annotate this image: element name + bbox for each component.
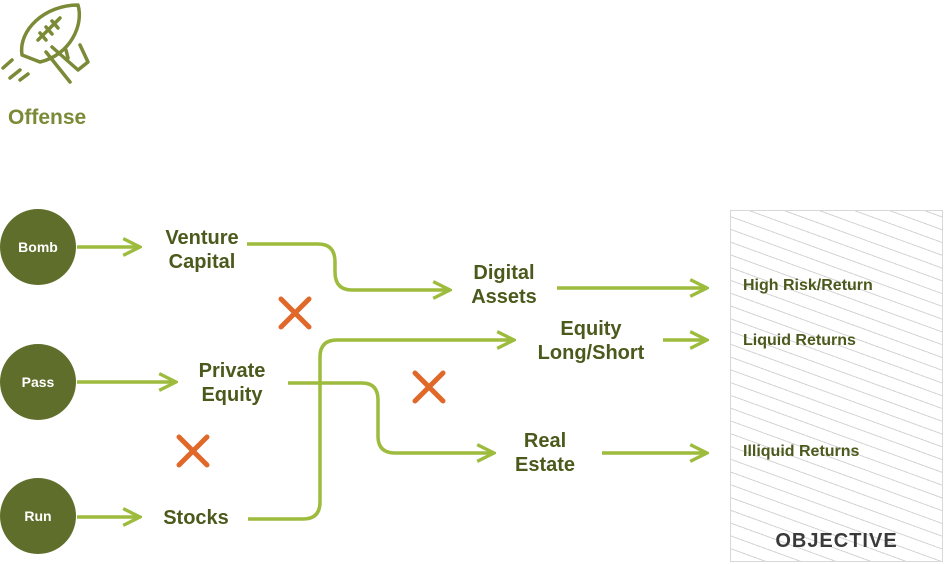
objective-high-risk: High Risk/Return (743, 277, 873, 294)
football-throw-icon (1, 3, 90, 84)
node-real-estate: Real Estate (514, 430, 576, 476)
objective-liquid: Liquid Returns (743, 332, 856, 349)
cross-icon (176, 434, 210, 468)
page-title: Offense (8, 106, 87, 129)
objective-illiquid: Illiquid Returns (743, 443, 860, 460)
cross-icon (278, 296, 312, 330)
node-equity-long-short: Equity Long/Short (537, 318, 645, 364)
arrow-venture-digital (247, 242, 450, 290)
node-stocks: Stocks (163, 507, 229, 529)
arrow-stocks-equityls (248, 340, 514, 521)
play-bomb: Bomb (0, 209, 76, 285)
node-digital-assets: Digital Assets (471, 262, 537, 308)
objective-title: OBJECTIVE (775, 530, 898, 552)
node-private-equity: Private Equity (198, 360, 266, 406)
play-pass: Pass (0, 344, 76, 420)
objective-panel: High Risk/Return Liquid Returns Illiquid… (730, 210, 943, 562)
play-run: Run (0, 478, 76, 554)
arrow-private-realestate (288, 381, 494, 453)
cross-icon (412, 370, 446, 404)
node-venture-capital: Venture Capital (165, 227, 239, 273)
